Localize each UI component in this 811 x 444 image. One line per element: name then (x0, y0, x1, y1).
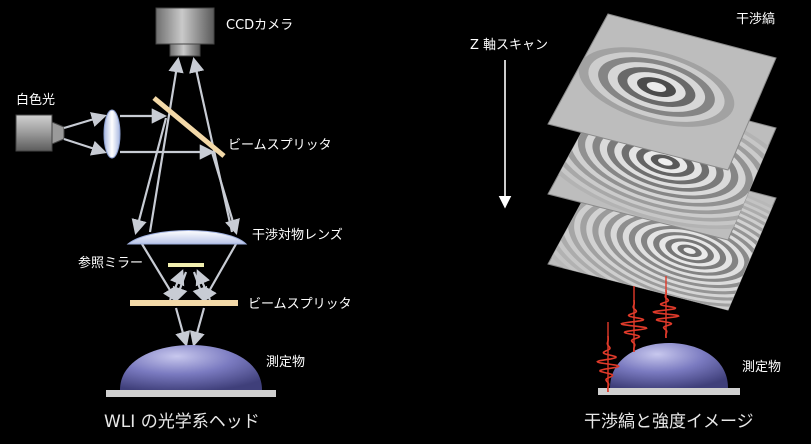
label-sample-right: 測定物 (742, 360, 782, 375)
light-source-icon (15, 114, 65, 152)
label-interference-fringes: 干渉縞 (736, 12, 776, 27)
ccd-camera-icon (155, 7, 215, 57)
signal-middle (620, 286, 648, 352)
objective-lens (126, 230, 248, 245)
label-reference-mirror: 参照ミラー (78, 256, 144, 271)
reference-mirror (168, 263, 204, 267)
label-beam-splitter-top: ビームスプリッタ (228, 138, 332, 153)
beam-splitter-top-plate (152, 96, 226, 158)
signal-left (596, 322, 620, 392)
fringe-plane-1 (547, 13, 777, 171)
intensity-signals (596, 276, 680, 392)
label-ccd-camera: CCDカメラ (226, 18, 294, 33)
label-white-light: 白色光 (16, 93, 56, 108)
condenser-lens (103, 109, 121, 159)
signal-right (652, 276, 680, 338)
label-z-scan: Z 軸スキャン (470, 38, 549, 53)
caption-optical-head: WLI の光学系ヘッド (104, 412, 260, 432)
beam-splitter-bottom-plate (130, 300, 238, 306)
caption-fringe-intensity: 干渉縞と強度イメージ (584, 412, 754, 432)
label-beam-splitter-bottom: ビームスプリッタ (248, 297, 352, 312)
sample-dome-right (598, 343, 740, 395)
sample-dome-left (106, 345, 276, 397)
label-sample-left: 測定物 (266, 355, 306, 370)
label-objective-lens: 干渉対物レンズ (252, 228, 343, 243)
